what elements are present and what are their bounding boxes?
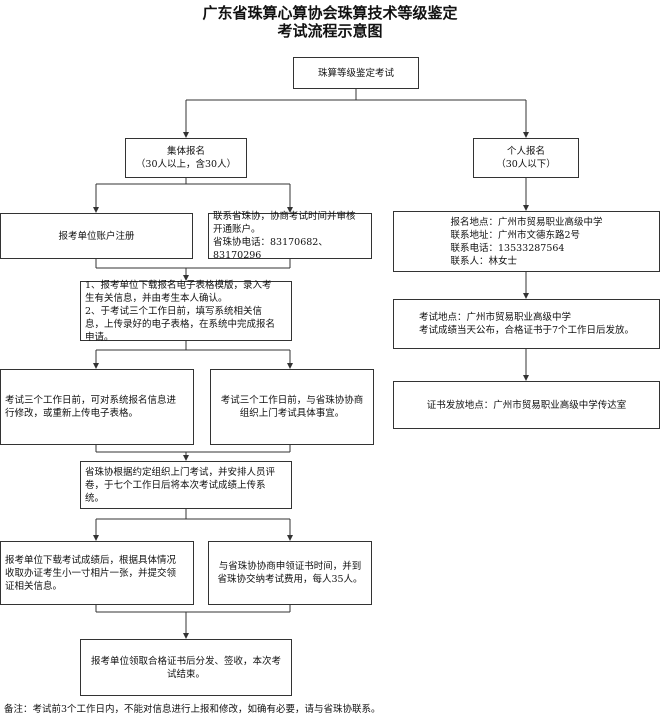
individual-info-line: 联系人：林女士 xyxy=(450,255,517,267)
download-line: 2、于考试三个工作日前，填写系统相关信 xyxy=(85,305,263,317)
modify-line: 考试三个工作日前，可对系统报名信息进 xyxy=(5,395,177,406)
certificate-info-node: 报考单位下载考试成绩后，根据具体情况 收取办证考生小一寸相片一张，并提交领 证相… xyxy=(0,541,194,605)
group-label: 集体报名 xyxy=(166,146,205,157)
exam-node: 省珠协根据约定组织上门考试，并安排人员评 卷，于七个工作日后将本次考试成绩上传系… xyxy=(80,461,292,509)
final-node: 报考单位领取合格证书后分发、签收，本次考 试结束。 xyxy=(80,639,292,696)
contact-line: 开通账户。 xyxy=(213,224,261,235)
fee-line: 与省珠协协商申领证书时间，并到 xyxy=(218,561,362,572)
download-line: 1、报考单位下载报名电子表格模版，录入考 xyxy=(85,279,272,291)
group-registration-node: 集体报名 （30人以上，含30人） xyxy=(125,138,247,178)
negotiate-node: 考试三个工作日前，与省珠协协商 组织上门考试具体事宜。 xyxy=(210,369,374,445)
fee-node: 与省珠协协商申领证书时间，并到 省珠协交纳考试费用，每人35人。 xyxy=(208,541,372,605)
group-sub: （30人以上，含30人） xyxy=(135,159,237,170)
individual-exam-line: 考试成绩当天公布，合格证书于7个工作日后发放。 xyxy=(418,325,635,336)
fee-line: 省珠协交纳考试费用，每人35人。 xyxy=(217,574,363,585)
diagram-title-line2: 考试流程示意图 xyxy=(277,22,383,40)
individual-label: 个人报名 xyxy=(506,146,545,157)
contact-line: 省珠协电话：83170682、83170296 xyxy=(213,237,328,261)
download-line: 申请。 xyxy=(85,331,114,343)
individual-sub: （30人以下） xyxy=(496,159,556,170)
individual-exam-line: 考试地点：广州市贸易职业高级中学 xyxy=(418,312,571,323)
individual-exam-node: 考试地点：广州市贸易职业高级中学 考试成绩当天公布，合格证书于7个工作日后发放。 xyxy=(393,299,660,349)
final-line: 报考单位领取合格证书后分发、签收，本次考 xyxy=(90,655,281,667)
individual-registration-node: 个人报名 （30人以下） xyxy=(473,138,579,178)
contact-line: 联系省珠协，协商考试时间并审核 xyxy=(213,211,356,222)
certificate-line: 证相关信息。 xyxy=(5,580,63,592)
contact-association-node: 联系省珠协，协商考试时间并审核 开通账户。 省珠协电话：83170682、831… xyxy=(208,211,372,261)
diagram-title-line1: 广东省珠算心算协会珠算技术等级鉴定 xyxy=(202,4,458,22)
negotiate-line: 组织上门考试具体事宜。 xyxy=(239,408,345,419)
individual-info-line: 报名地点：广州市贸易职业高级中学 xyxy=(450,216,603,228)
individual-info-line: 联系地址：广州市文德东路2号 xyxy=(450,229,581,241)
download-template-node: 1、报考单位下载报名电子表格模版，录入考 生有关信息，并由考生本人确认。 2、于… xyxy=(80,279,292,343)
root-node: 珠算等级鉴定考试 xyxy=(293,57,419,89)
certificate-line: 报考单位下载考试成绩后，根据具体情况 xyxy=(5,554,177,566)
modify-info-node: 考试三个工作日前，可对系统报名信息进 行修改，或重新上传电子表格。 xyxy=(0,369,194,445)
individual-cert-line: 证书发放地点：广州市贸易职业高级中学传达室 xyxy=(426,399,627,411)
final-line: 试结束。 xyxy=(166,668,205,680)
account-register-label: 报考单位账户注册 xyxy=(58,230,135,242)
exam-line: 省珠协根据约定组织上门考试，并安排人员评 xyxy=(85,466,276,478)
root-label: 珠算等级鉴定考试 xyxy=(317,67,394,79)
exam-line: 统。 xyxy=(85,492,105,504)
modify-line: 行修改，或重新上传电子表格。 xyxy=(5,408,139,419)
download-line: 息，上传录好的电子表格，在系统中完成报名 xyxy=(85,318,276,330)
footnote: 备注：考试前3个工作日内，不能对信息进行上报和修改，如确有必要，请与省珠协联系。 xyxy=(4,704,381,715)
negotiate-line: 考试三个工作日前，与省珠协协商 xyxy=(220,395,364,406)
account-register-node: 报考单位账户注册 xyxy=(0,213,193,259)
individual-cert-node: 证书发放地点：广州市贸易职业高级中学传达室 xyxy=(393,381,660,429)
certificate-line: 收取办证考生小一寸相片一张，并提交领 xyxy=(5,567,177,579)
individual-info-node: 报名地点：广州市贸易职业高级中学 联系地址：广州市文德东路2号 联系电话：135… xyxy=(393,211,660,272)
exam-line: 卷，于七个工作日后将本次考试成绩上传系 xyxy=(85,479,266,491)
individual-info-line: 联系电话：13533287564 xyxy=(450,242,565,254)
download-line: 生有关信息，并由考生本人确认。 xyxy=(85,292,228,304)
